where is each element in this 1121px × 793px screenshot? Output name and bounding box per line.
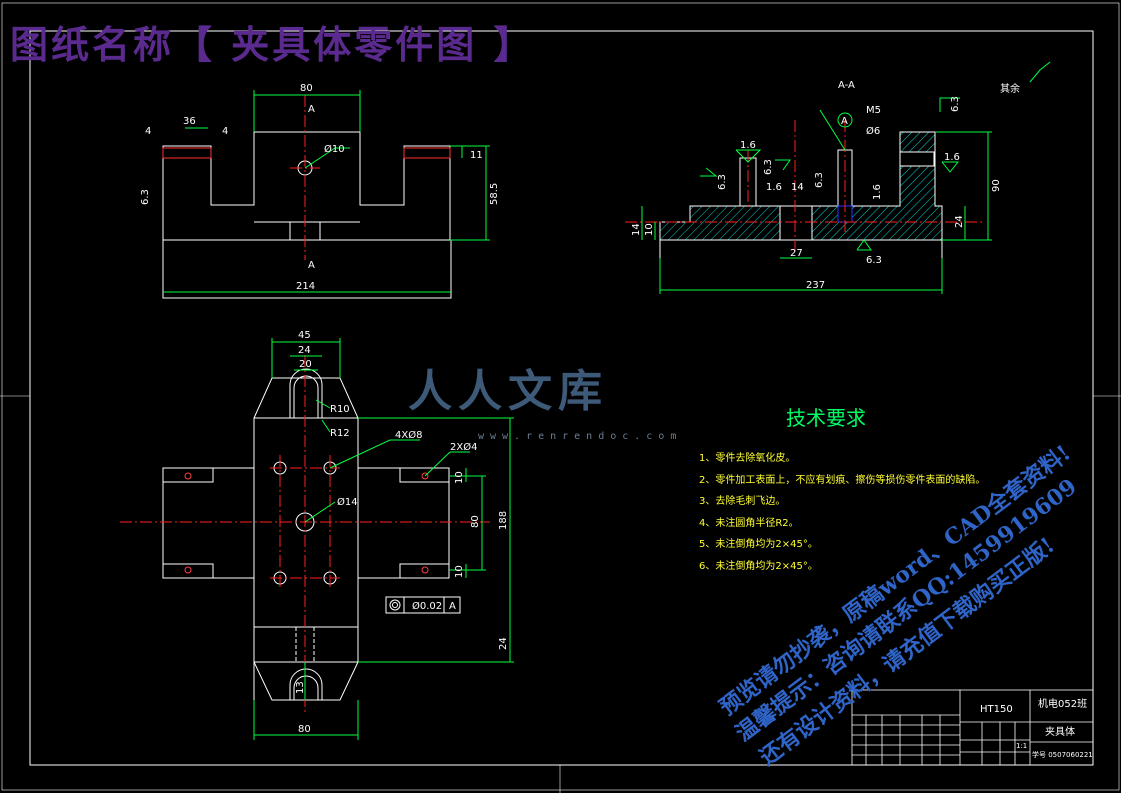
title-block-scale: 1:1 bbox=[1016, 742, 1027, 750]
plan-dim-45: 45 bbox=[298, 330, 311, 341]
section-dim-r16c: 1.6 bbox=[944, 152, 960, 163]
tech-requirement-item: 3、去除毛刺飞边。 bbox=[699, 496, 786, 507]
watermark-logo: 人人文库 bbox=[408, 366, 608, 417]
section-centerlines bbox=[625, 120, 985, 252]
plan-dim-24: 24 bbox=[298, 345, 311, 356]
front-cut-a-top: A bbox=[308, 104, 315, 115]
section-dim-r16d: 1.6 bbox=[872, 184, 883, 200]
front-view-profile bbox=[162, 131, 451, 240]
section-dim-r16b: 1.6 bbox=[766, 182, 782, 193]
section-dim-14: 14 bbox=[791, 182, 804, 193]
front-dim-11: 11 bbox=[470, 150, 483, 161]
section-view bbox=[659, 131, 943, 258]
tech-requirement-item: 1、零件去除氧化皮。 bbox=[699, 453, 796, 464]
section-dim-r63c: 6.3 bbox=[814, 172, 825, 188]
tech-requirement-item: 4、未注圆角半径R2。 bbox=[699, 517, 799, 529]
section-dim-phi6: Ø6 bbox=[866, 125, 880, 137]
other-roughness-label: 其余 bbox=[1000, 82, 1020, 95]
front-dim-214: 214 bbox=[296, 281, 315, 292]
plan-dim-80b: 80 bbox=[298, 724, 311, 735]
plan-view-dim-lines bbox=[253, 338, 514, 740]
section-dim-r63d: 6.3 bbox=[866, 255, 882, 266]
plan-dim-10a: 10 bbox=[454, 471, 465, 484]
section-dim-r63top: 6.3 bbox=[950, 96, 961, 112]
sheet-border bbox=[29, 30, 1094, 766]
title-block-part-name: 夹具体 bbox=[1045, 725, 1075, 738]
tolerance-datum: A bbox=[449, 601, 456, 612]
tolerance-value: Ø0.02 bbox=[412, 600, 442, 612]
plan-dim-2x4: 2XØ4 bbox=[450, 441, 477, 453]
front-dim-58: 58.5 bbox=[489, 183, 500, 205]
section-dim-237: 237 bbox=[806, 280, 825, 291]
tech-requirement-item: 6、未注倒角均为2×45°。 bbox=[699, 560, 818, 572]
section-dim-r16a: 1.6 bbox=[740, 140, 756, 151]
plan-view bbox=[162, 368, 450, 740]
tech-requirements-list: 1、零件去除氧化皮。 2、零件加工表面上，不应有划痕、擦伤等损伤零件表面的缺陷。… bbox=[699, 448, 985, 577]
plan-dim-phi14: Ø14 bbox=[337, 496, 358, 508]
title-block-material: HT150 bbox=[980, 704, 1013, 715]
section-dim-r63b: 6.3 bbox=[763, 159, 774, 175]
title-block bbox=[851, 689, 1094, 766]
plan-dim-r10: R10 bbox=[330, 404, 350, 415]
section-dim-lines bbox=[641, 61, 1051, 294]
section-datum-a: A bbox=[841, 116, 848, 127]
plan-dim-188: 188 bbox=[498, 511, 509, 530]
front-dim-80: 80 bbox=[300, 83, 313, 94]
section-dim-h24: 24 bbox=[954, 215, 965, 228]
tech-requirement-item: 5、未注倒角均为2×45°。 bbox=[699, 539, 818, 550]
section-dim-h14: 14 bbox=[631, 223, 642, 236]
front-dim-4a: 4 bbox=[145, 126, 151, 137]
watermark-url: www.renrendoc.com bbox=[478, 431, 683, 442]
section-dim-h10: 10 bbox=[644, 223, 655, 236]
section-dim-90: 90 bbox=[991, 179, 1002, 192]
plan-dim-10b: 10 bbox=[454, 565, 465, 578]
front-dim-rough63: 6.3 bbox=[140, 189, 151, 205]
front-view-centerlines bbox=[290, 95, 320, 260]
front-dim-4b: 4 bbox=[222, 126, 228, 137]
tech-requirement-item: 2、零件加工表面上，不应有划痕、擦伤等损伤零件表面的缺陷。 bbox=[699, 474, 986, 486]
plan-dim-24b: 24 bbox=[498, 637, 509, 650]
section-dim-27: 27 bbox=[790, 248, 803, 259]
geometric-tolerance-frame bbox=[385, 596, 461, 614]
plan-dim-13: 13 bbox=[295, 681, 306, 694]
tech-requirements-title: 技术要求 bbox=[786, 406, 866, 430]
front-view-dim-lines bbox=[163, 90, 490, 293]
front-view bbox=[162, 131, 452, 299]
front-dim-phi10: Ø10 bbox=[324, 143, 345, 155]
plan-dim-r12: R12 bbox=[330, 428, 350, 439]
front-cut-a-bottom: A bbox=[308, 260, 315, 271]
plan-dim-20: 20 bbox=[299, 359, 312, 370]
front-dim-36: 36 bbox=[183, 116, 196, 127]
plan-dim-80: 80 bbox=[470, 515, 481, 528]
plan-dim-4x8: 4XØ8 bbox=[395, 429, 422, 441]
section-dim-r63a: 6.3 bbox=[717, 174, 728, 190]
title-block-class: 机电052班 bbox=[1038, 697, 1087, 710]
title-block-student-id: 学号 0507060221 bbox=[1032, 750, 1093, 759]
section-dim-m5: M5 bbox=[866, 105, 881, 116]
drawing-title-banner: 图纸名称【 夹具体零件图 】 bbox=[10, 22, 535, 67]
section-label: A-A bbox=[838, 80, 855, 91]
